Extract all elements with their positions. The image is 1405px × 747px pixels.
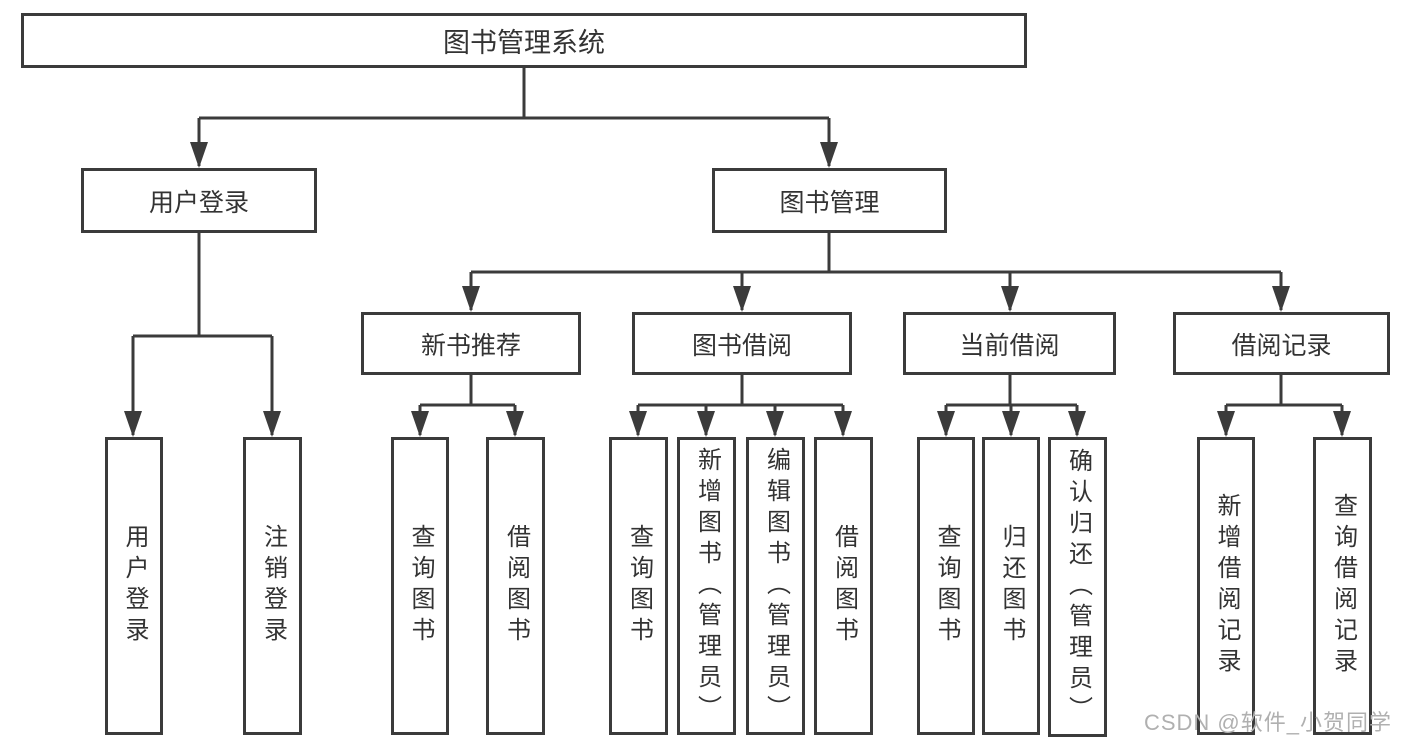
- arrowhead-icon: [629, 411, 647, 437]
- node-label: 确认归还（管理员）: [1064, 447, 1092, 727]
- leaf-return-books: 归还图书: [982, 437, 1040, 735]
- leaf-confirm-return-admin: 确认归还（管理员）: [1048, 437, 1107, 737]
- arrowhead-icon: [190, 142, 208, 168]
- node-label: 图书借阅: [691, 331, 792, 360]
- node-new-book-recommend: 新书推荐: [361, 312, 581, 375]
- node-library-system: 图书管理系统: [21, 13, 1027, 68]
- arrowhead-icon: [1217, 411, 1235, 437]
- leaf-edit-books-admin: 编辑图书（管理员）: [746, 437, 805, 735]
- node-label: 编辑图书（管理员）: [762, 446, 790, 726]
- node-label: 借阅记录: [1231, 331, 1332, 360]
- leaf-query-books-2: 查询图书: [609, 437, 668, 735]
- leaf-query-books-3: 查询图书: [917, 437, 975, 735]
- leaf-add-books-admin: 新增图书（管理员）: [677, 437, 736, 735]
- node-book-borrow: 图书借阅: [632, 312, 852, 375]
- node-current-borrow: 当前借阅: [903, 312, 1116, 375]
- arrowhead-icon: [1272, 286, 1290, 312]
- connector-user-login-to-leaves: [131, 233, 274, 435]
- arrowhead-icon: [1333, 411, 1351, 437]
- connector-new-books-to-leaves: [418, 375, 517, 435]
- arrowhead-icon: [506, 411, 524, 437]
- node-label: 图书管理系统: [443, 28, 605, 58]
- node-label: 归还图书: [998, 524, 1025, 648]
- csdn-watermark: CSDN @软件_小贺同学: [1143, 710, 1392, 735]
- arrowhead-icon: [1001, 286, 1019, 312]
- arrowhead-icon: [124, 411, 142, 437]
- leaf-query-borrow-record: 查询借阅记录: [1313, 437, 1372, 735]
- connector-root-to-level2: [197, 68, 831, 166]
- leaf-borrow-books-1: 借阅图书: [486, 437, 545, 735]
- arrowhead-icon: [733, 286, 751, 312]
- connector-book-borrow-to-leaves: [636, 375, 845, 435]
- node-label: 图书管理: [779, 188, 880, 217]
- arrowhead-icon: [937, 411, 955, 437]
- node-label: 注销登录: [259, 524, 287, 648]
- node-label: 借阅图书: [502, 524, 530, 648]
- node-label: 查询借阅记录: [1329, 493, 1357, 679]
- node-label: 新书推荐: [420, 331, 521, 360]
- node-label: 新增借阅记录: [1213, 493, 1240, 679]
- arrowhead-icon: [1068, 411, 1086, 437]
- arrowhead-icon: [820, 142, 838, 168]
- arrowhead-icon: [697, 411, 715, 437]
- connector-book-mgmt-to-level3: [469, 233, 1283, 310]
- node-label: 用户登录: [148, 188, 249, 217]
- node-label: 查询图书: [933, 524, 960, 648]
- node-borrow-records: 借阅记录: [1173, 312, 1390, 375]
- node-label: 当前借阅: [959, 331, 1060, 360]
- leaf-add-borrow-record: 新增借阅记录: [1197, 437, 1255, 735]
- leaf-user-login: 用户登录: [105, 437, 163, 735]
- connector-borrow-records-to-leaves: [1224, 375, 1344, 435]
- node-label: 查询图书: [407, 524, 434, 648]
- node-label: 查询图书: [625, 524, 653, 648]
- arrowhead-icon: [834, 411, 852, 437]
- node-label: 新增图书（管理员）: [693, 446, 721, 726]
- node-label: 借阅图书: [830, 524, 858, 648]
- node-user-login: 用户登录: [81, 168, 317, 233]
- leaf-query-books-1: 查询图书: [391, 437, 449, 735]
- arrowhead-icon: [462, 286, 480, 312]
- arrowhead-icon: [263, 411, 281, 437]
- node-book-management: 图书管理: [712, 168, 947, 233]
- arrowhead-icon: [766, 411, 784, 437]
- arrowhead-icon: [411, 411, 429, 437]
- node-label: 用户登录: [121, 524, 148, 648]
- arrowhead-icon: [1002, 411, 1020, 437]
- leaf-borrow-books-2: 借阅图书: [814, 437, 873, 735]
- leaf-logout: 注销登录: [243, 437, 302, 735]
